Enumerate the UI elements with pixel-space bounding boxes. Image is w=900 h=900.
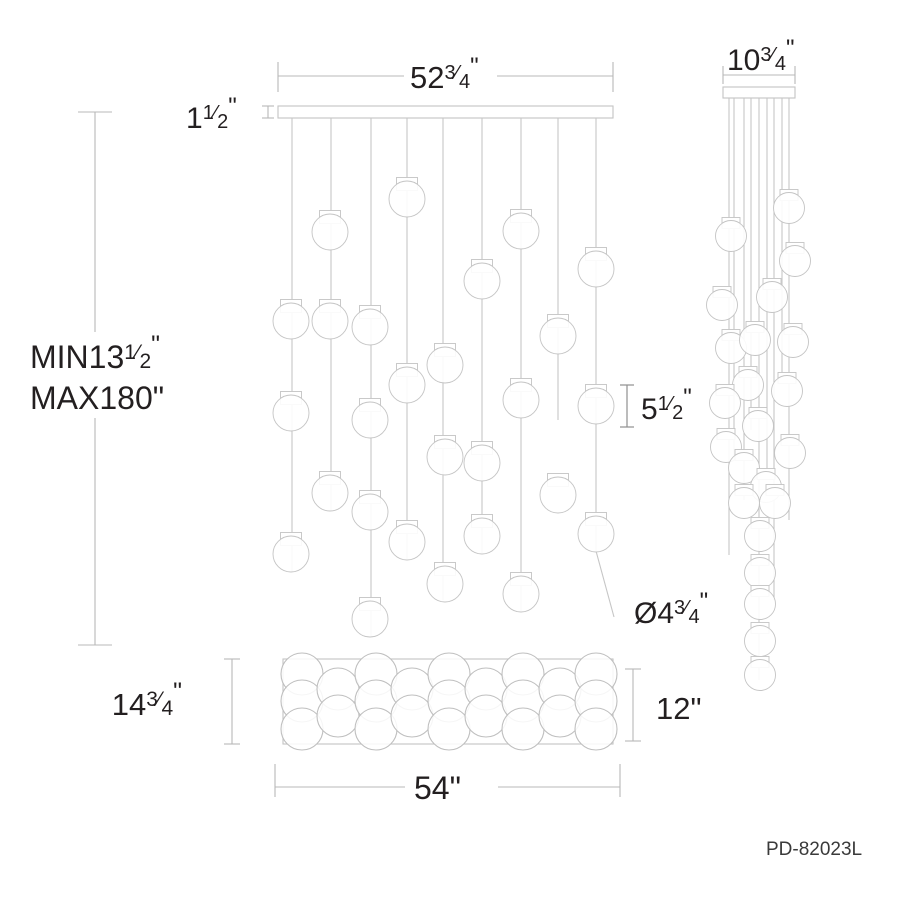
dimension-hang-height: MIN131⁄2" MAX180" [30, 111, 164, 646]
pendant-globe [426, 562, 464, 603]
pendant-globe [779, 242, 811, 277]
pendant-globe [426, 343, 464, 384]
dimension-globe-diameter: Ø43⁄4" [634, 588, 708, 630]
pendant-globe [744, 656, 776, 691]
pendant-globe [272, 532, 310, 573]
dimension-label-width-52-34: 523⁄4" [410, 53, 479, 95]
plan-view [280, 652, 618, 751]
pendant-globe [272, 299, 310, 340]
front-canopy-bar [277, 105, 614, 119]
pendant-globe [502, 378, 540, 419]
pendant-globe [577, 247, 615, 288]
part-number-label: PD-82023L [766, 839, 862, 860]
pendant-globe [744, 517, 776, 552]
dimension-label-plan-12: 12" [656, 691, 702, 726]
front-cords [291, 118, 615, 636]
pendant-globe [744, 622, 776, 657]
pendant-globe [771, 372, 803, 407]
dimension-label-max-hang: MAX180" [30, 380, 164, 416]
pendant-globe [539, 314, 577, 355]
pendant-globe [388, 363, 426, 404]
pendant-globe [351, 398, 389, 439]
pendant-globe [311, 299, 349, 340]
dimension-label-plan-14-34: 143⁄4" [112, 678, 182, 722]
pendant-globe [744, 554, 776, 589]
dimension-width-52-34: 523⁄4" [277, 53, 614, 95]
pendant-globe [744, 585, 776, 620]
pendant-globe [715, 217, 747, 252]
side-elevation-view [706, 86, 811, 691]
plan-view-circles [280, 652, 618, 751]
pendant-globe [577, 512, 615, 553]
pendant-globe [388, 177, 426, 218]
pendant-globe [463, 441, 501, 482]
pendant-globe [502, 209, 540, 250]
dimension-label-side-10-34: 103⁄4" [727, 35, 795, 77]
dimension-label-dia-4-34: Ø43⁄4" [634, 588, 708, 630]
dimension-globe-drop-5-12: 51⁄2" [620, 384, 692, 428]
side-canopy-bar [722, 86, 796, 99]
pendant-globe [502, 572, 540, 613]
pendant-globe [311, 210, 349, 251]
pendant-globe [388, 520, 426, 561]
dimension-plan-width-54: 54" [274, 764, 621, 806]
pendant-globe [463, 259, 501, 300]
pendant-globe [773, 189, 805, 224]
pendant-globe [351, 305, 389, 346]
dimension-side-width-10-34: 103⁄4" [722, 35, 796, 84]
pendant-globe [706, 286, 738, 321]
pendant-globe [577, 384, 615, 425]
pendant-globe [272, 391, 310, 432]
pendant-globe [426, 435, 464, 476]
dimension-plan-depth-14-34: 143⁄4" [112, 658, 240, 745]
pendant-globe [463, 514, 501, 555]
pendant-globe [539, 473, 577, 514]
pendant-globe [311, 471, 349, 512]
dimension-canopy-thickness: 11⁄2" [186, 93, 274, 135]
pendant-globe [756, 278, 788, 313]
front-elevation-view [272, 105, 615, 638]
dimension-label-canopy-1-12: 11⁄2" [186, 93, 237, 135]
pendant-globe [742, 407, 774, 442]
pendant-globe [774, 434, 806, 469]
pendant-globe [351, 597, 389, 638]
dimension-label-min-hang: MIN131⁄2" [30, 331, 160, 375]
dimension-label-drop-5-12: 51⁄2" [641, 384, 692, 426]
dimension-label-plan-54: 54" [414, 770, 461, 806]
dimension-plan-depth-12: 12" [625, 668, 702, 742]
pendant-globe [351, 490, 389, 531]
